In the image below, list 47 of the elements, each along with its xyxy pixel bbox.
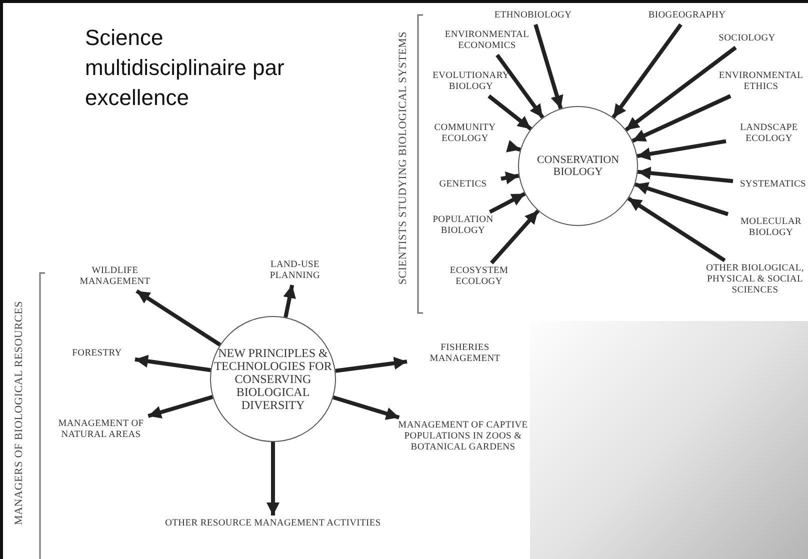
arrow — [506, 140, 521, 152]
discipline-label: MANAGEMENT OF NATURAL AREAS — [51, 419, 151, 441]
discipline-label: LAND-USE PLANNING — [250, 260, 340, 282]
discipline-label: LANDSCAPE ECOLOGY — [729, 123, 808, 145]
discipline-label: SYSTEMATICS — [736, 180, 808, 190]
arrow — [134, 354, 211, 372]
discipline-label: POPULATION BIOLOGY — [423, 215, 503, 237]
arrow — [634, 182, 729, 216]
arrow — [136, 289, 222, 346]
discipline-label: ENVIRONMENTAL ECONOMICS — [432, 30, 542, 52]
arrow — [490, 209, 540, 264]
discipline-label: MOLECULAR BIOLOGY — [731, 217, 808, 239]
circle-node: NEW PRINCIPLES & TECHNOLOGIES FOR CONSERVING BIOLOGICAL DIVERSITY — [210, 316, 336, 442]
discipline-label: ECOSYSTEM ECOLOGY — [439, 266, 519, 288]
arrow — [283, 284, 296, 318]
arrow — [624, 46, 737, 132]
discipline-label: MANAGEMENT OF CAPTIVE POPULATIONS IN ZOOS & BOTANICAL GARDENS — [398, 420, 528, 454]
discipline-label: COMMUNITY ECOLOGY — [425, 123, 505, 145]
discipline-label: FISHERIES MANAGEMENT — [410, 343, 520, 365]
arrow — [632, 94, 732, 143]
arrow — [612, 23, 682, 119]
arrow — [332, 395, 400, 420]
arrow — [627, 196, 726, 262]
arrow — [148, 395, 214, 419]
discipline-label: FORESTRY — [62, 348, 132, 360]
discipline-label: EVOLUTIONARY BIOLOGY — [416, 71, 526, 93]
discipline-label: OTHER BIOLOGICAL, PHYSICAL & SOCIAL SCIENCES — [701, 264, 808, 296]
side-label: MANAGERS OF BIOLOGICAL RESOURCES — [13, 300, 25, 526]
discipline-label: OTHER RESOURCE MANAGEMENT ACTIVITIES — [163, 518, 383, 530]
discipline-label: ETHNOBIOLOGY — [483, 10, 583, 22]
arrow — [335, 356, 408, 373]
discipline-label: SOCIOLOGY — [707, 34, 787, 44]
arrow — [636, 139, 726, 160]
arrow — [488, 192, 526, 214]
discipline-label: WILDLIFE MANAGEMENT — [60, 266, 170, 288]
arrow — [534, 24, 564, 110]
arrow — [266, 442, 280, 516]
arrow — [488, 94, 532, 131]
slide-title: Science multidisciplinaire par excellence — [85, 24, 285, 112]
arrow — [496, 54, 544, 119]
discipline-label: GENETICS — [428, 180, 498, 190]
discipline-label: BIOGEOGRAPHY — [637, 10, 737, 22]
side-label: SCIENTISTS STUDYING BIOLOGICAL SYSTEMS — [397, 31, 409, 285]
circle-node: CONSERVATION BIOLOGY — [518, 106, 638, 226]
arrow — [638, 166, 734, 184]
discipline-label: ENVIRONMENTAL ETHICS — [713, 71, 808, 93]
arrow — [500, 171, 520, 184]
